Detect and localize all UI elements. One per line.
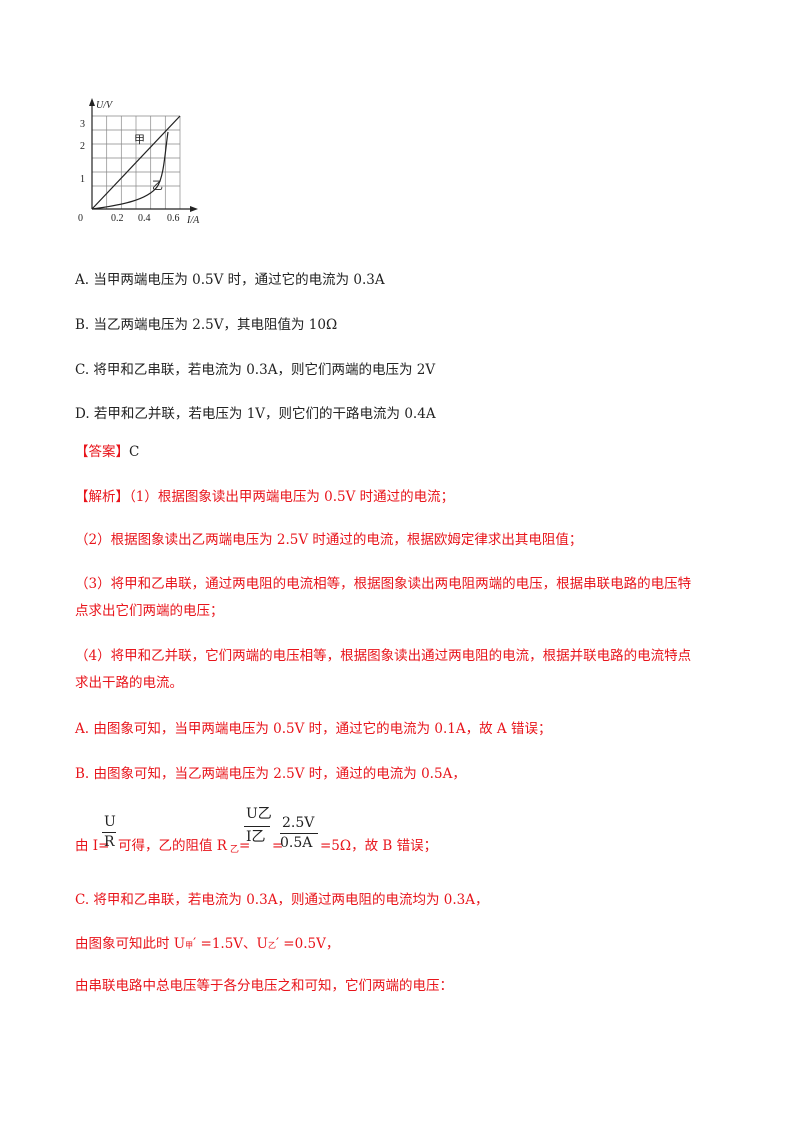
analysis-line-c: C. 将甲和乙串联，若电流为 0.3A，则通过两电阻的电流均为 0.3A， xyxy=(75,892,489,908)
formula-eq: = xyxy=(239,838,251,854)
formula-mid: 可得，乙的阻值 R xyxy=(118,838,227,854)
curve-yi xyxy=(91,131,169,210)
analysis-p3b: 点求出它们两端的电压； xyxy=(75,603,224,619)
analysis-line-c3: 由串联电路中总电压等于各分电压之和可知，它们两端的电压： xyxy=(75,978,453,994)
y-axis-arrow xyxy=(89,98,95,106)
curve-jia xyxy=(91,115,181,210)
x-tick-0: 0 xyxy=(78,213,83,224)
u-i-graph: U/V I/A 3 2 1 0 0.2 0.4 0.6 甲 乙 xyxy=(78,98,200,226)
fraction-2-5v-numerator: 2.5V xyxy=(282,815,315,831)
answer-value: C xyxy=(129,444,140,460)
analysis-p1-text: （1）根据图象读出甲两端电压为 0.5V 时通过的电流； xyxy=(129,489,455,505)
fraction-u-r-bar xyxy=(102,832,116,833)
fraction-i-yi-denominator: I乙 xyxy=(246,829,266,845)
y-tick-1: 1 xyxy=(80,174,85,185)
fraction-r-denominator: R xyxy=(104,834,115,850)
x-axis-arrow xyxy=(190,206,198,212)
fraction-u-i-bar xyxy=(244,826,270,827)
analysis-line-a: A. 由图象可知，当甲两端电压为 0.5V 时，通过它的电流为 0.1A，故 A… xyxy=(75,721,552,737)
analysis-p4b: 求出干路的电流。 xyxy=(75,675,183,691)
lc2-sub-yi: 乙 xyxy=(267,941,276,950)
lc2-sub-jia: 甲 xyxy=(185,941,194,950)
option-c: C. 将甲和乙串联，若电流为 0.3A，则它们两端的电压为 2V xyxy=(75,362,436,378)
formula-prefix: 由 I= xyxy=(75,838,110,854)
analysis-p4a: （4）将甲和乙并联，它们两端的电压相等，根据图象读出通过两电阻的电流，根据并联电… xyxy=(75,648,692,664)
analysis-p3a: （3）将甲和乙串联，通过两电阻的电流相等，根据图象读出两电阻两端的电压，根据串联… xyxy=(75,576,692,592)
analysis-p2: （2）根据图象读出乙两端电压为 2.5V 时通过的电流，根据欧姆定律求出其电阻值… xyxy=(75,532,583,548)
fraction-values-bar xyxy=(280,833,318,834)
lc2-end: ′ =0.5V， xyxy=(275,936,340,952)
formula-eq2: = xyxy=(272,838,284,854)
y-axis-label: U/V xyxy=(96,100,114,111)
answer-line: 【答案】C xyxy=(75,442,139,462)
curve-jia-label: 甲 xyxy=(134,133,145,146)
curve-yi-label: 乙 xyxy=(152,179,163,192)
fraction-u-yi-numerator: U乙 xyxy=(246,806,272,822)
fraction-u-numerator: U xyxy=(104,814,116,830)
analysis-p1: 【解析】（1）根据图象读出甲两端电压为 0.5V 时通过的电流； xyxy=(75,487,454,507)
y-tick-3: 3 xyxy=(80,119,85,130)
option-b: B. 当乙两端电压为 2.5V，其电阻值为 10Ω xyxy=(75,317,338,333)
answer-tag: 【答案】 xyxy=(75,444,129,460)
y-tick-2: 2 xyxy=(80,141,85,152)
fraction-0-5a-denominator: 0.5A xyxy=(280,835,313,851)
option-a: A. 当甲两端电压为 0.5V 时，通过它的电流为 0.3A xyxy=(75,272,385,288)
x-tick-0-2: 0.2 xyxy=(111,213,124,224)
formula-sub-yi: 乙 xyxy=(230,845,240,855)
lc2-pre: 由图象可知此时 U xyxy=(75,936,186,952)
formula-suffix: =5Ω，故 B 错误； xyxy=(320,838,438,854)
x-tick-0-6: 0.6 xyxy=(167,213,180,224)
analysis-line-b: B. 由图象可知，当乙两端电压为 2.5V 时，通过的电流为 0.5A， xyxy=(75,766,466,782)
analysis-tag: 【解析】 xyxy=(75,489,129,505)
x-axis-label: I/A xyxy=(186,215,200,226)
analysis-line-c2: 由图象可知此时 U甲′ =1.5V、U乙′ =0.5V， xyxy=(75,934,339,956)
option-d: D. 若甲和乙并联，若电压为 1V，则它们的干路电流为 0.4A xyxy=(75,406,436,422)
x-tick-0-4: 0.4 xyxy=(138,213,151,224)
lc2-mid: ′ =1.5V、U xyxy=(193,936,268,952)
